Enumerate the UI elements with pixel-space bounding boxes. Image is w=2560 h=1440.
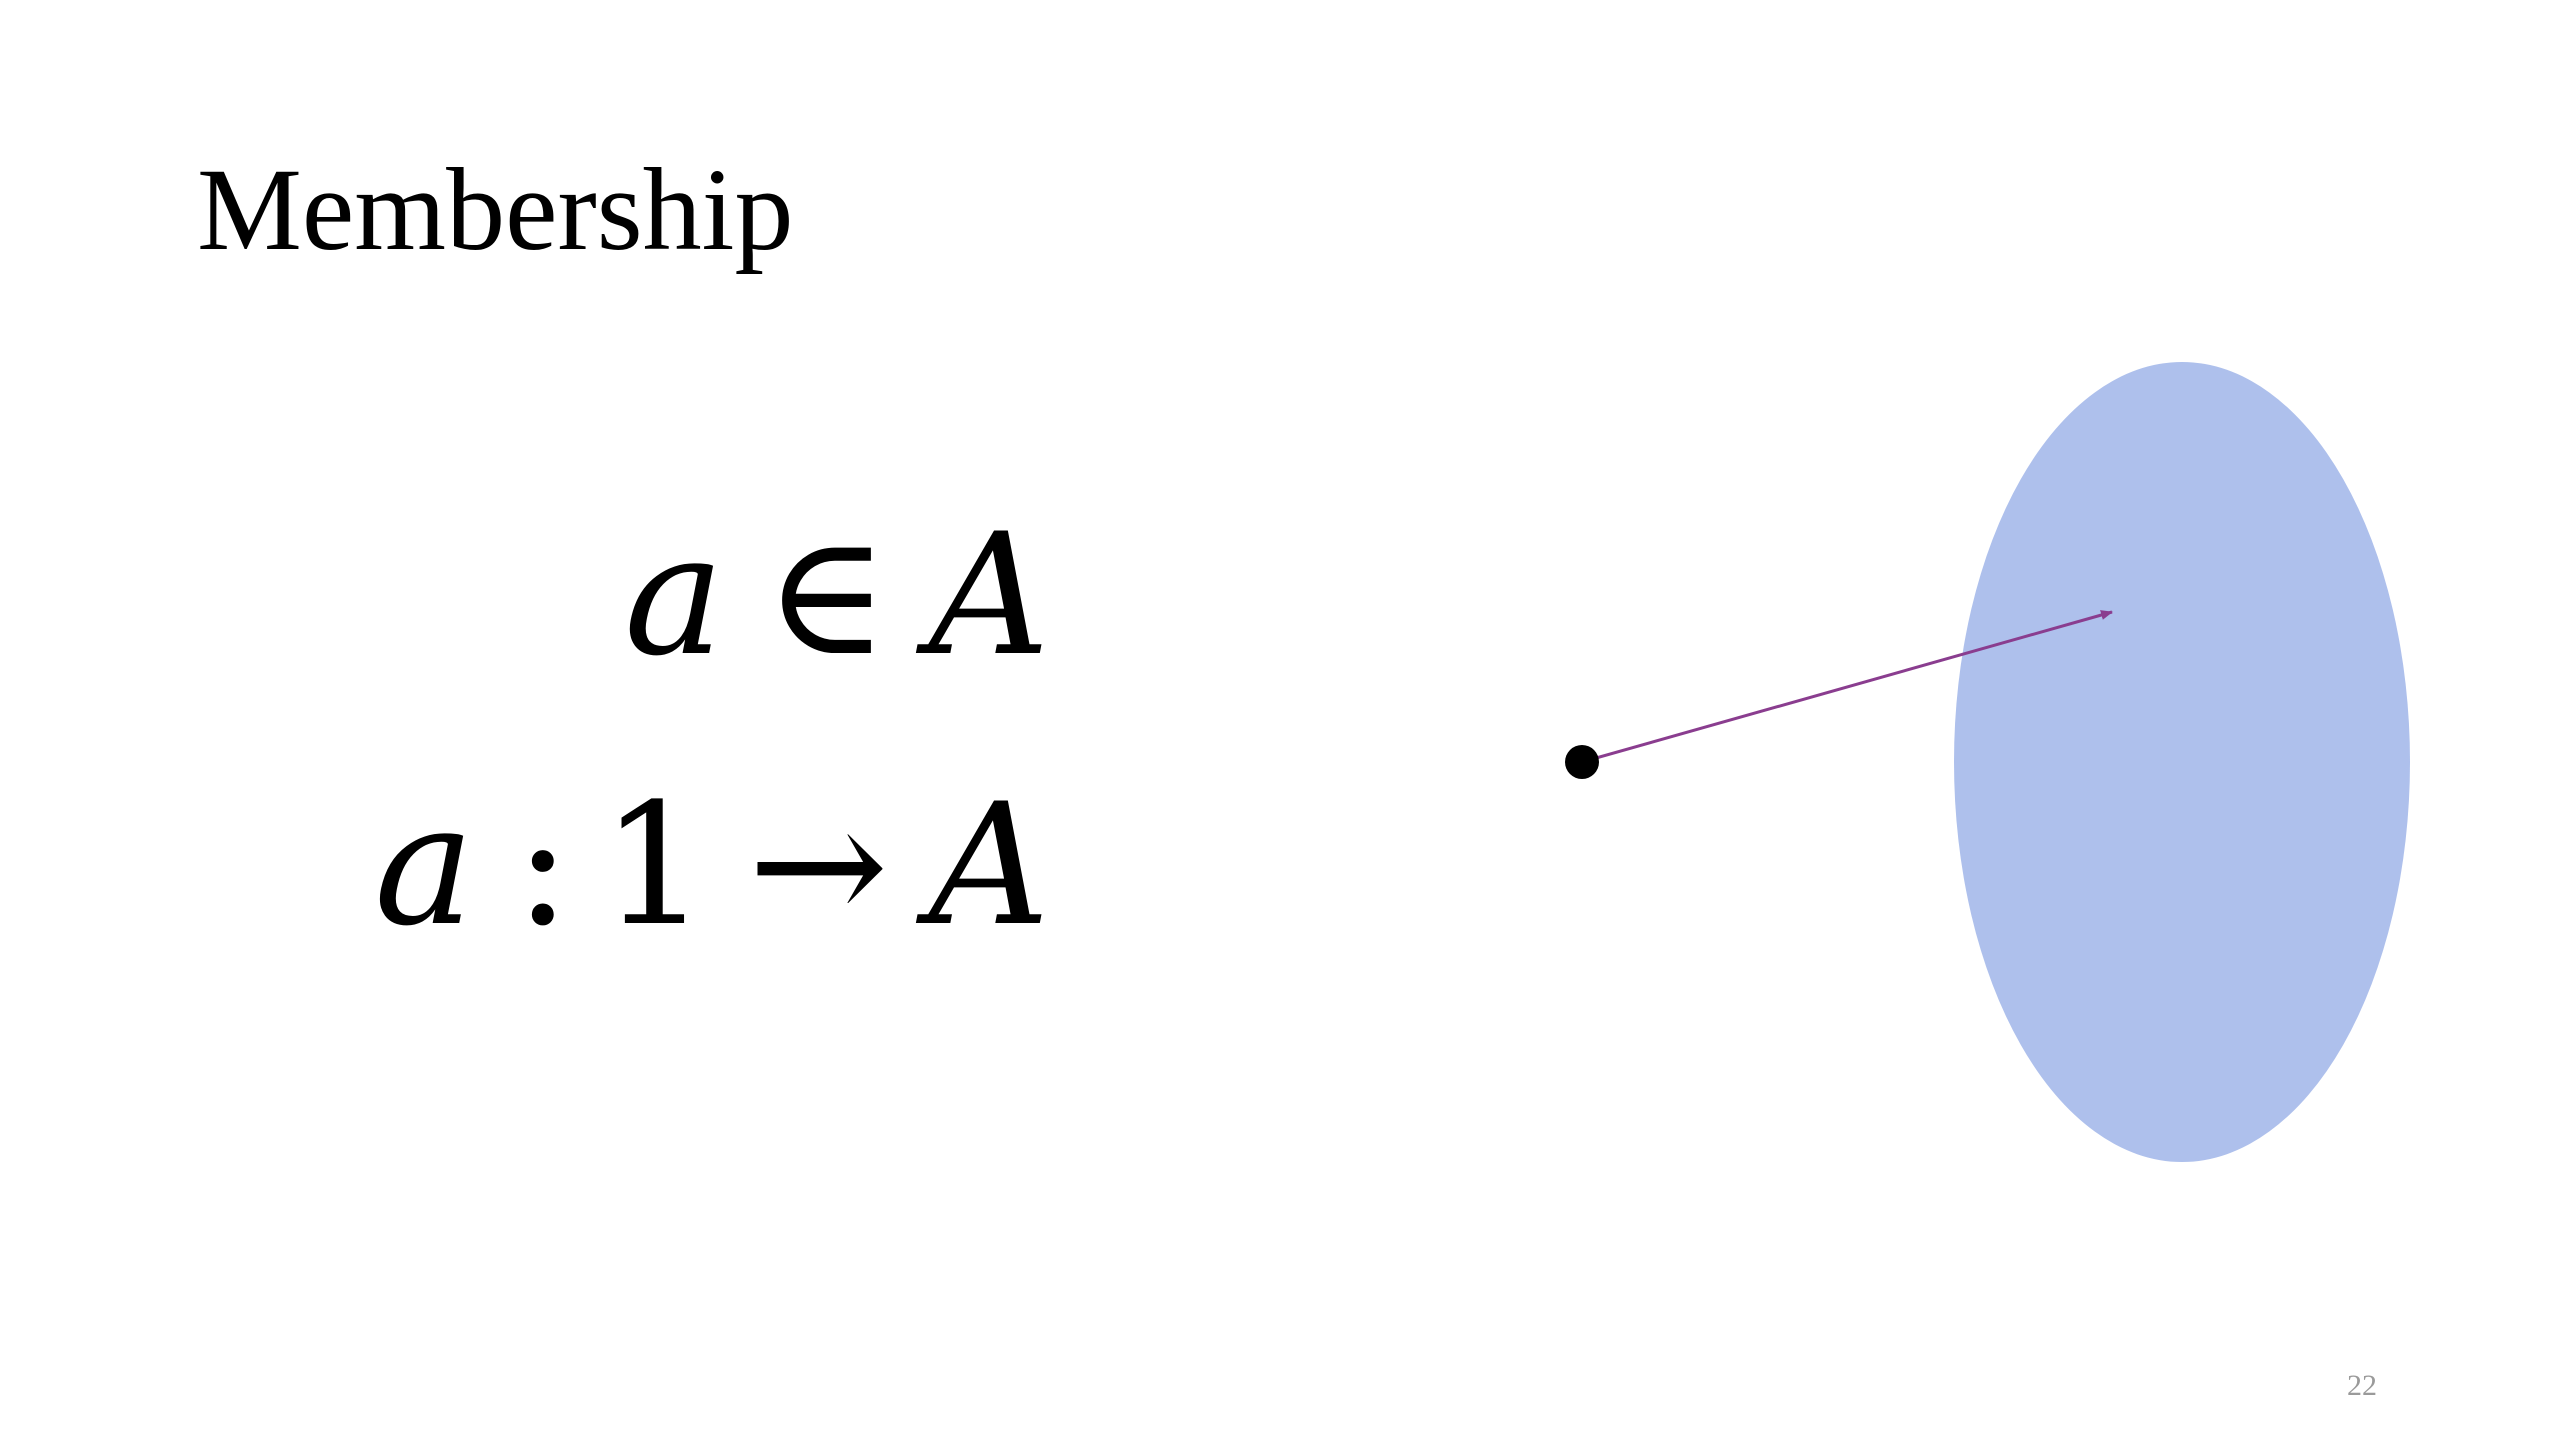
membership-arrow xyxy=(1581,610,2113,764)
element-of-symbol: ∈ xyxy=(764,497,889,693)
terminal-object: 1 xyxy=(601,767,708,963)
formula-set: A xyxy=(928,497,1050,693)
arrow-formula: a:1→A xyxy=(374,775,1050,955)
colon-symbol: : xyxy=(514,767,572,963)
slide-title: Membership xyxy=(197,144,794,275)
page-number: 22 xyxy=(2347,1369,2377,1402)
membership-formula: a∈A xyxy=(624,505,1050,685)
arrow-symbol: → xyxy=(747,767,889,963)
element-point xyxy=(1565,745,1599,779)
formula-element: a xyxy=(624,497,725,693)
set-ellipse xyxy=(1954,362,2410,1162)
formula-codomain: A xyxy=(928,767,1050,963)
formula-element: a xyxy=(374,767,475,963)
